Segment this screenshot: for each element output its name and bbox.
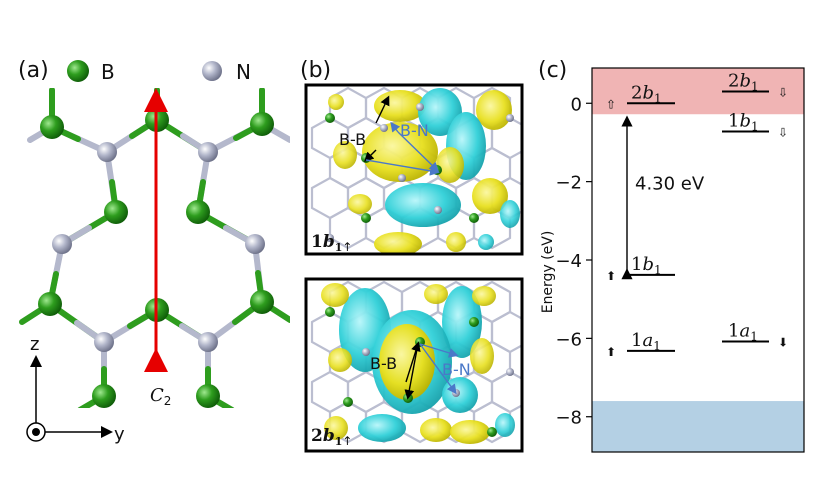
isosurface-lobes	[328, 88, 520, 254]
orbital-2b1-label: 2b1↑	[311, 426, 352, 448]
energy-level-chart: 0 −2 −4 −6 −8 Energy (eV) 2b1 ⇧ 1b1 ⬆ 1a1 ⬆ 2b1 ⇩ 1b1 ⇩…	[540, 67, 805, 453]
valence-band	[592, 401, 804, 452]
boron-atom	[250, 290, 274, 314]
y-tick-label: −8	[555, 408, 582, 429]
spin-arrow-icon: ⬇	[778, 336, 788, 350]
bb-label: B-B	[339, 130, 366, 149]
orbital-1b1-frame	[304, 83, 524, 256]
conduction-band	[592, 68, 804, 115]
energy-level-label: 2b1	[728, 71, 759, 94]
gap-label: 4.30 eV	[635, 174, 705, 195]
spin-arrow-icon: ⬆	[606, 345, 616, 359]
isosurface-lobes	[321, 283, 515, 444]
lattice-atoms	[325, 307, 514, 437]
boron-atom	[186, 200, 210, 224]
bb-vector-arrow	[375, 95, 390, 124]
orbital-1b1-image: B-B B-N 1b1↑	[304, 83, 524, 256]
energy-level-label: 1a1	[728, 321, 758, 344]
legend-boron-ball	[67, 60, 89, 82]
energy-level-label: 2b1	[631, 82, 662, 105]
c2-label: C2	[150, 385, 171, 408]
bb-vector-arrow	[405, 341, 421, 383]
x-axis-dot	[32, 428, 40, 436]
bn-label: B-N	[400, 121, 429, 140]
energy-level-label: 1a1	[631, 330, 661, 353]
y-tick-label: −2	[555, 173, 582, 194]
bb-label: B-B	[370, 354, 397, 373]
boron-atom	[104, 200, 128, 224]
y-axis-label: y	[114, 424, 125, 445]
panel-b-label: (b)	[300, 58, 331, 83]
boron-atom	[38, 292, 62, 316]
boron-atom	[196, 384, 220, 408]
spin-arrow-icon: ⬆	[606, 269, 616, 283]
y-tick-label: 0	[571, 94, 582, 115]
bb-vector-arrow	[404, 343, 419, 400]
z-axis-label: z	[30, 334, 39, 355]
panel-b: (b)	[300, 58, 524, 453]
orbital-2b1-image: B-B B-N 2b1↑	[304, 277, 524, 453]
nitrogen-atom	[97, 142, 117, 162]
boron-atom	[92, 384, 116, 408]
y-axis-label: Energy (eV)	[540, 231, 556, 314]
panel-c: (c) 0 −2 −4 −6 −8 Energy (eV) 2b1 ⇧ 1b1 ⬆ 1a1 ⬆ 2b1 ⇩…	[538, 58, 805, 453]
bn-label: B-N	[442, 360, 471, 379]
panel-a-label: (a)	[18, 58, 49, 83]
panel-a: (a) B N	[18, 58, 290, 445]
legend-nitrogen-ball	[202, 61, 222, 81]
energy-level-label: 1b1	[631, 254, 662, 277]
bn-vector-arrow	[419, 343, 459, 358]
legend-nitrogen-label: N	[236, 60, 251, 84]
panel-c-label: (c)	[538, 58, 567, 83]
boron-atom	[250, 112, 274, 136]
spin-arrow-icon: ⇧	[606, 97, 616, 111]
nitrogen-atom	[94, 332, 114, 352]
y-tick-label: −4	[555, 251, 582, 272]
plot-frame	[591, 67, 805, 453]
nitrogen-atom	[245, 234, 265, 254]
bb-vector-arrow	[364, 149, 377, 162]
nitrogen-atom	[52, 234, 72, 254]
bn-vector-arrow	[390, 121, 401, 133]
energy-level-label: 1b1	[728, 110, 759, 133]
legend-boron-label: B	[101, 60, 115, 84]
atoms	[38, 108, 274, 408]
bn-vector-arrow	[419, 343, 457, 395]
boron-atom	[40, 115, 64, 139]
orbital-2b1-frame	[304, 277, 524, 453]
y-tick-label: −6	[555, 329, 582, 350]
bn-vector-arrow	[365, 159, 440, 176]
bn-vector-arrow	[397, 131, 440, 172]
spin-arrow-icon: ⇩	[778, 125, 788, 139]
spin-arrow-icon: ⇩	[778, 86, 788, 100]
nitrogen-atom	[198, 332, 218, 352]
orbital-1b1-label: 1b1↑	[311, 232, 352, 254]
nitrogen-atom	[198, 142, 218, 162]
